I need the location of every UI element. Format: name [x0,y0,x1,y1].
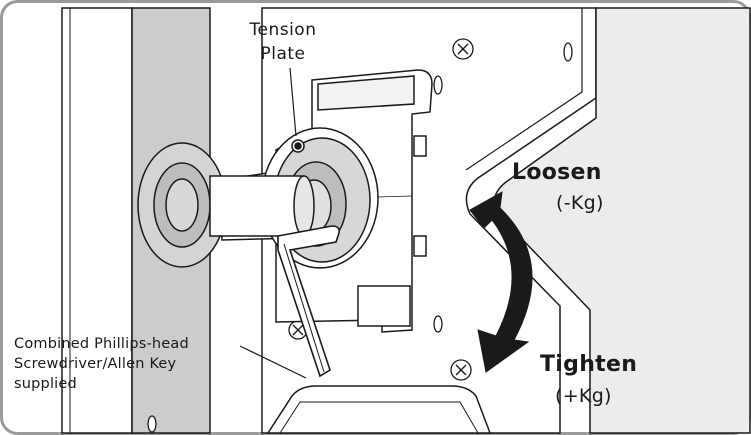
bottom-housing [266,385,492,434]
tool-leader [239,345,307,379]
tool-label-line2: Screwdriver/Allen Key [14,356,177,372]
tension-plate-leader [289,67,297,137]
loosen-label: Loosen [512,160,602,185]
tension-plate-label-line2: Plate [260,44,306,64]
pole-mount-boss [137,142,227,268]
tension-plate-label-line1: Tension [249,20,317,40]
tighten-label: Tighten [540,352,638,377]
tool-label-line1: Combined Phillips-head [14,336,189,352]
plate-slots [147,42,573,433]
tension-plate-label: Tension Plate [228,18,338,66]
tool-label-line3: supplied [14,376,77,392]
tighten-unit-label: (+Kg) [555,385,612,407]
shaft [209,175,315,237]
tool-label: Combined Phillips-head Screwdriver/Allen… [14,334,189,394]
back-plate-edge [465,8,583,171]
rotation-arrow-icon [469,191,533,373]
loosen-unit-label: (-Kg) [556,192,604,214]
allen-key-icon [277,225,340,378]
